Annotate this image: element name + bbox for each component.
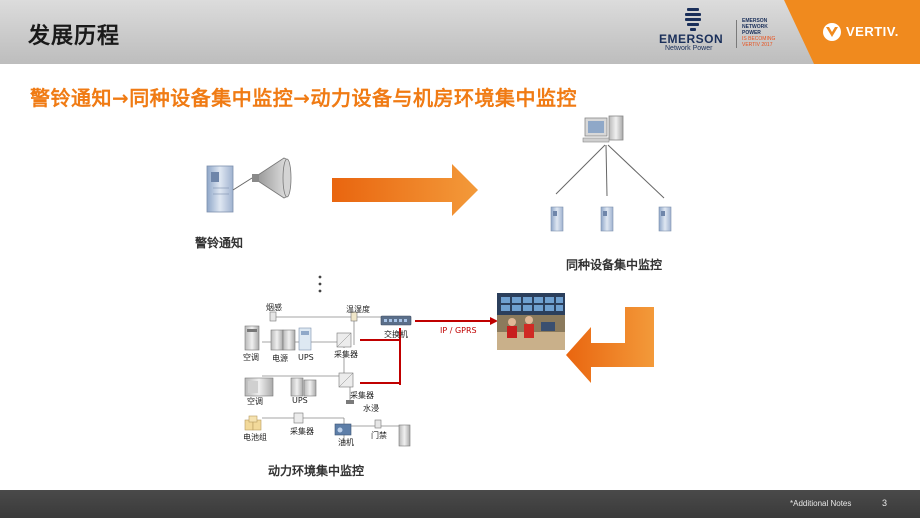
emerson-globe-icon bbox=[685, 8, 701, 31]
device-cabinet-icon bbox=[658, 206, 672, 232]
battery-icon bbox=[244, 415, 262, 431]
label-water: 水浸 bbox=[363, 404, 379, 413]
evolution-headline: 警铃通知→同种设备集中监控→动力设备与机房环境集中监控 bbox=[30, 86, 578, 110]
vertiv-mark-icon bbox=[823, 23, 841, 41]
np-line-3: POWER bbox=[742, 30, 761, 36]
page-number: 3 bbox=[882, 498, 888, 508]
monitoring-computer-icon bbox=[582, 115, 624, 143]
device-cabinet-icon bbox=[600, 206, 614, 232]
water-sensor-icon bbox=[346, 400, 354, 404]
label-battery: 电池组 bbox=[243, 433, 267, 442]
emerson-wordmark: EMERSON bbox=[659, 32, 724, 46]
air-conditioner-icon bbox=[244, 377, 274, 397]
slide-footer bbox=[0, 490, 920, 518]
collector-icon bbox=[293, 412, 304, 424]
label-ip-gprs: IP / GPRS bbox=[440, 326, 477, 335]
label-door-access: 门禁 bbox=[371, 431, 387, 440]
label-collector-3: 采集器 bbox=[290, 427, 314, 436]
ellipsis-dots bbox=[318, 275, 322, 293]
label-collector-1: 采集器 bbox=[334, 350, 358, 359]
label-ac-1: 空调 bbox=[243, 353, 259, 362]
ups-icon bbox=[298, 327, 312, 351]
temp-humidity-sensor-icon bbox=[350, 311, 358, 322]
emerson-subtitle: Network Power bbox=[665, 45, 713, 52]
collector-icon bbox=[336, 332, 352, 348]
label-collector-2: 采集器 bbox=[350, 391, 374, 400]
slide-title: 发展历程 bbox=[28, 24, 121, 49]
stage-caption-environment: 动力环境集中监控 bbox=[268, 464, 365, 478]
becoming-line-1: IS BECOMING bbox=[742, 36, 776, 42]
becoming-line-2: VERTIV 2017 bbox=[742, 42, 773, 48]
smoke-sensor-icon bbox=[269, 311, 277, 322]
vertiv-logo-panel bbox=[784, 0, 920, 64]
alarm-horn-icon bbox=[252, 157, 292, 199]
label-switch: 交换机 bbox=[384, 330, 408, 339]
stage-caption-same-device: 同种设备集中监控 bbox=[566, 258, 663, 272]
air-conditioner-icon bbox=[244, 325, 260, 351]
label-ac-2: 空调 bbox=[247, 397, 263, 406]
label-power: 电源 bbox=[272, 354, 288, 363]
label-oil-generator: 油机 bbox=[338, 438, 354, 447]
np-line-1: EMERSON bbox=[742, 18, 768, 24]
network-power-text: EMERSON NETWORK POWER IS BECOMING VERTIV… bbox=[742, 18, 802, 48]
label-ups-1: UPS bbox=[298, 353, 314, 362]
label-smoke: 烟感 bbox=[266, 303, 282, 312]
alarm-cabinet-icon bbox=[206, 165, 234, 213]
control-room-photo bbox=[497, 293, 565, 350]
ups-icon bbox=[290, 377, 317, 397]
device-cabinet-icon bbox=[550, 206, 564, 232]
label-ups-2: UPS bbox=[292, 396, 308, 405]
arrow-return-icon bbox=[566, 307, 654, 383]
power-cabinet-icon bbox=[270, 329, 296, 351]
link-arrowhead bbox=[490, 317, 498, 325]
emerson-logo: EMERSON Network Power bbox=[655, 6, 745, 56]
door-access-icon bbox=[374, 419, 411, 447]
label-temp-humidity: 温湿度 bbox=[346, 305, 370, 314]
network-switch-icon bbox=[380, 315, 412, 326]
slide-header bbox=[0, 0, 920, 64]
logo-divider bbox=[736, 20, 737, 48]
footer-note: *Additional Notes bbox=[790, 499, 852, 508]
generator-icon bbox=[334, 423, 352, 436]
stage-caption-alarm: 警铃通知 bbox=[195, 236, 244, 250]
collector-icon bbox=[338, 372, 354, 388]
vertiv-wordmark: VERTIV. bbox=[846, 24, 899, 39]
arrow-right-icon bbox=[332, 164, 478, 216]
np-line-2: NETWORK bbox=[742, 24, 768, 30]
